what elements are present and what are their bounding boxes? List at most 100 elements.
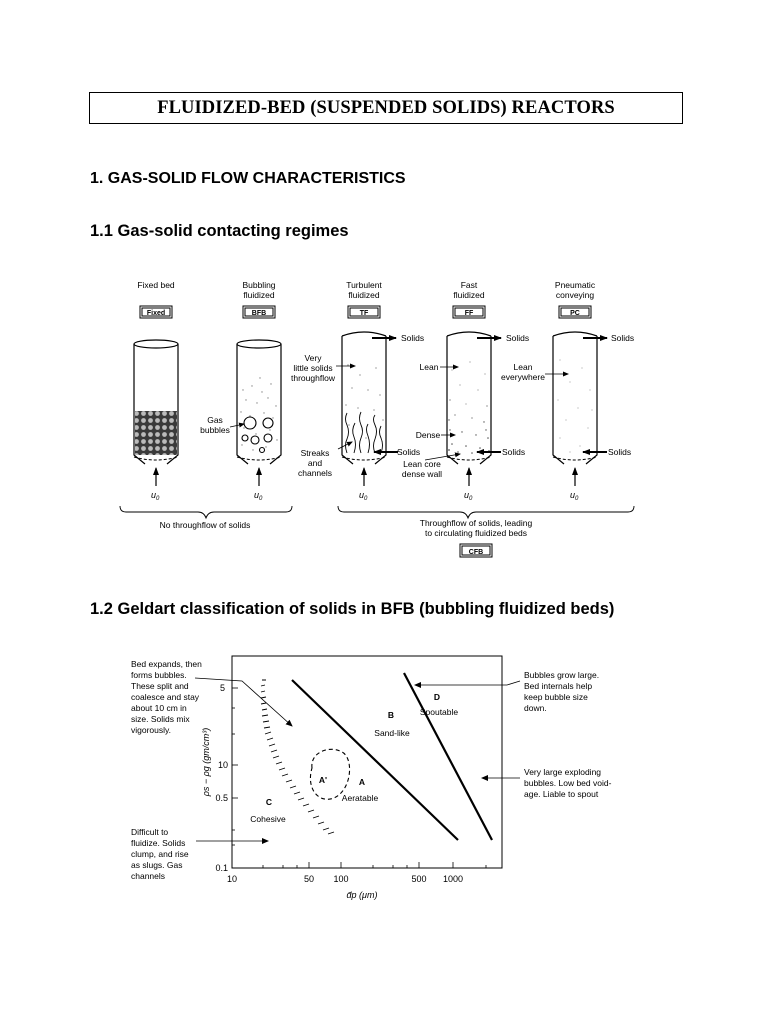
streaks-label-2: and (308, 458, 322, 468)
column-name-tf-1: Turbulent (346, 280, 382, 290)
lean-core-label-2: dense wall (402, 469, 442, 479)
y-axis-label: ρs − ρg (gm/cm³) (201, 728, 211, 798)
svg-text:size. Solids mix: size. Solids mix (131, 714, 190, 724)
column-pc (552, 336, 598, 465)
svg-text:Bed expands, then: Bed expands, then (131, 659, 202, 669)
xtick-500: 500 (411, 874, 426, 884)
code-fixed: Fixed (147, 310, 165, 317)
svg-text:Bubbles grow large.: Bubbles grow large. (524, 670, 599, 680)
svg-text:down.: down. (524, 703, 547, 713)
svg-text:age. Liable to spout: age. Liable to spout (524, 789, 599, 799)
solids-label-pc-top: Solids (611, 333, 634, 343)
gas-bubbles-label-1: Gas (207, 415, 223, 425)
velocity-label-bfb: u0 (254, 490, 263, 502)
svg-text:forms bubbles.: forms bubbles. (131, 670, 187, 680)
column-tf (341, 336, 387, 465)
group-a-prime-letter: A' (319, 775, 327, 785)
column-ff (446, 336, 492, 465)
ytick-10: 10 (218, 760, 228, 770)
column-bfb (236, 344, 282, 465)
code-ff: FF (465, 310, 474, 317)
velocity-label-fixed: u0 (151, 490, 160, 502)
c-a-boundary (260, 679, 335, 835)
ytick-0-5: 0.5 (215, 793, 228, 803)
x-axis-label: d̄p (μm) (347, 890, 378, 900)
column-name-ff-1: Fast (461, 280, 478, 290)
gas-bubbles-label-2: bubbles (200, 425, 230, 435)
plot-frame (231, 655, 503, 869)
group-a-letter: A (359, 777, 365, 787)
column-name-tf-2: fluidized (348, 290, 379, 300)
note-group-d-1: Bubbles grow large. Bed internals help k… (524, 670, 599, 713)
column-name-ff-2: fluidized (453, 290, 484, 300)
svg-text:clump, and rise: clump, and rise (131, 849, 189, 859)
svg-text:These split and: These split and (131, 681, 189, 691)
xtick-1000: 1000 (443, 874, 463, 884)
code-cfb: CFB (469, 549, 483, 556)
lean-label: Lean (420, 362, 439, 372)
column-name-fixed: Fixed bed (137, 280, 175, 290)
a-b-boundary (291, 679, 459, 841)
very-little-label-2: little solids (293, 363, 332, 373)
xtick-100: 100 (333, 874, 348, 884)
group-b-name: Sand-like (374, 728, 410, 738)
solids-label-pc-bottom: Solids (608, 447, 631, 457)
ytick-0-1: 0.1 (215, 863, 228, 873)
lean-everywhere-label-1: Lean (514, 362, 533, 372)
velocity-label-pc: u0 (570, 490, 579, 502)
group-d-letter: D (434, 692, 440, 702)
brace-no-throughflow (119, 505, 293, 520)
group-c-name: Cohesive (250, 814, 286, 824)
code-pc: PC (570, 310, 580, 317)
very-little-label-1: Very (304, 353, 322, 363)
group-d-name: Spoutable (420, 707, 459, 717)
note-group-d-2: Very large exploding bubbles. Low bed vo… (524, 767, 612, 799)
svg-text:Difficult to: Difficult to (131, 827, 168, 837)
svg-text:Bed internals help: Bed internals help (524, 681, 592, 691)
xtick-10: 10 (227, 874, 237, 884)
ytick-5: 5 (220, 683, 225, 693)
document-title: FLUIDIZED-BED (SUSPENDED SOLIDS) REACTOR… (89, 92, 683, 124)
column-name-bfb-2: fluidized (243, 290, 274, 300)
note-group-c: Difficult to fluidize. Solids clump, and… (131, 827, 189, 881)
svg-text:about 10 cm in: about 10 cm in (131, 703, 187, 713)
section-heading-1-2: 1.2 Geldart classification of solids in … (90, 600, 615, 618)
solids-label-tf-bottom: Solids (397, 447, 420, 457)
column-name-pc-1: Pneumatic (555, 280, 596, 290)
code-bfb: BFB (252, 310, 266, 317)
a-prime-region (310, 748, 351, 800)
svg-text:bubbles. Low bed void-: bubbles. Low bed void- (524, 778, 612, 788)
fixed-bed-packing (135, 411, 177, 455)
svg-text:Very large exploding: Very large exploding (524, 767, 601, 777)
throughflow-label-1: Throughflow of solids, leading (420, 518, 533, 528)
pc-bed (557, 359, 593, 453)
velocity-label-ff: u0 (464, 490, 473, 502)
ff-bed (448, 361, 490, 454)
tf-bed (345, 364, 384, 454)
column-name-bfb-1: Bubbling (242, 280, 275, 290)
svg-text:keep bubble size: keep bubble size (524, 692, 588, 702)
very-little-label-3: throughflow (291, 373, 336, 383)
lean-everywhere-label-2: everywhere (501, 372, 545, 382)
lean-core-label-1: Lean core (403, 459, 441, 469)
svg-text:as slugs. Gas: as slugs. Gas (131, 860, 183, 870)
geldart-classification-figure: 5 10 0.5 0.1 10 50 100 500 1000 d̄p (μm)… (131, 655, 612, 900)
no-throughflow-label: No throughflow of solids (160, 520, 251, 530)
throughflow-label-2: to circulating fluidized beds (425, 528, 527, 538)
solids-label-ff-bottom: Solids (502, 447, 525, 457)
b-d-boundary (403, 672, 493, 841)
bfb-bed (240, 377, 278, 454)
xtick-50: 50 (304, 874, 314, 884)
column-fixed (133, 344, 179, 465)
group-a-name: Aeratable (342, 793, 379, 803)
dense-label: Dense (416, 430, 441, 440)
svg-text:vigorously.: vigorously. (131, 725, 171, 735)
solids-label-ff-top: Solids (506, 333, 529, 343)
contacting-regimes-figure: Fixed bed Bubbling fluidized Turbulent f… (119, 280, 635, 558)
svg-text:coalesce and stay: coalesce and stay (131, 692, 200, 702)
group-b-letter: B (388, 710, 394, 720)
svg-text:channels: channels (131, 871, 165, 881)
svg-text:fluidize. Solids: fluidize. Solids (131, 838, 185, 848)
group-c-letter: C (266, 797, 272, 807)
